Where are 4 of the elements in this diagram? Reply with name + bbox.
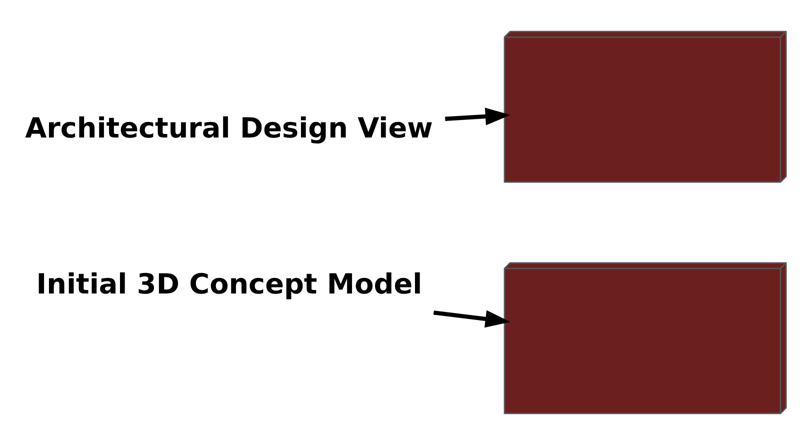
arrow [445, 108, 511, 126]
arrow [433, 310, 510, 328]
node-text: Initial 3D Concept Model [36, 268, 422, 301]
node-text: Architectural Design View [25, 111, 433, 144]
